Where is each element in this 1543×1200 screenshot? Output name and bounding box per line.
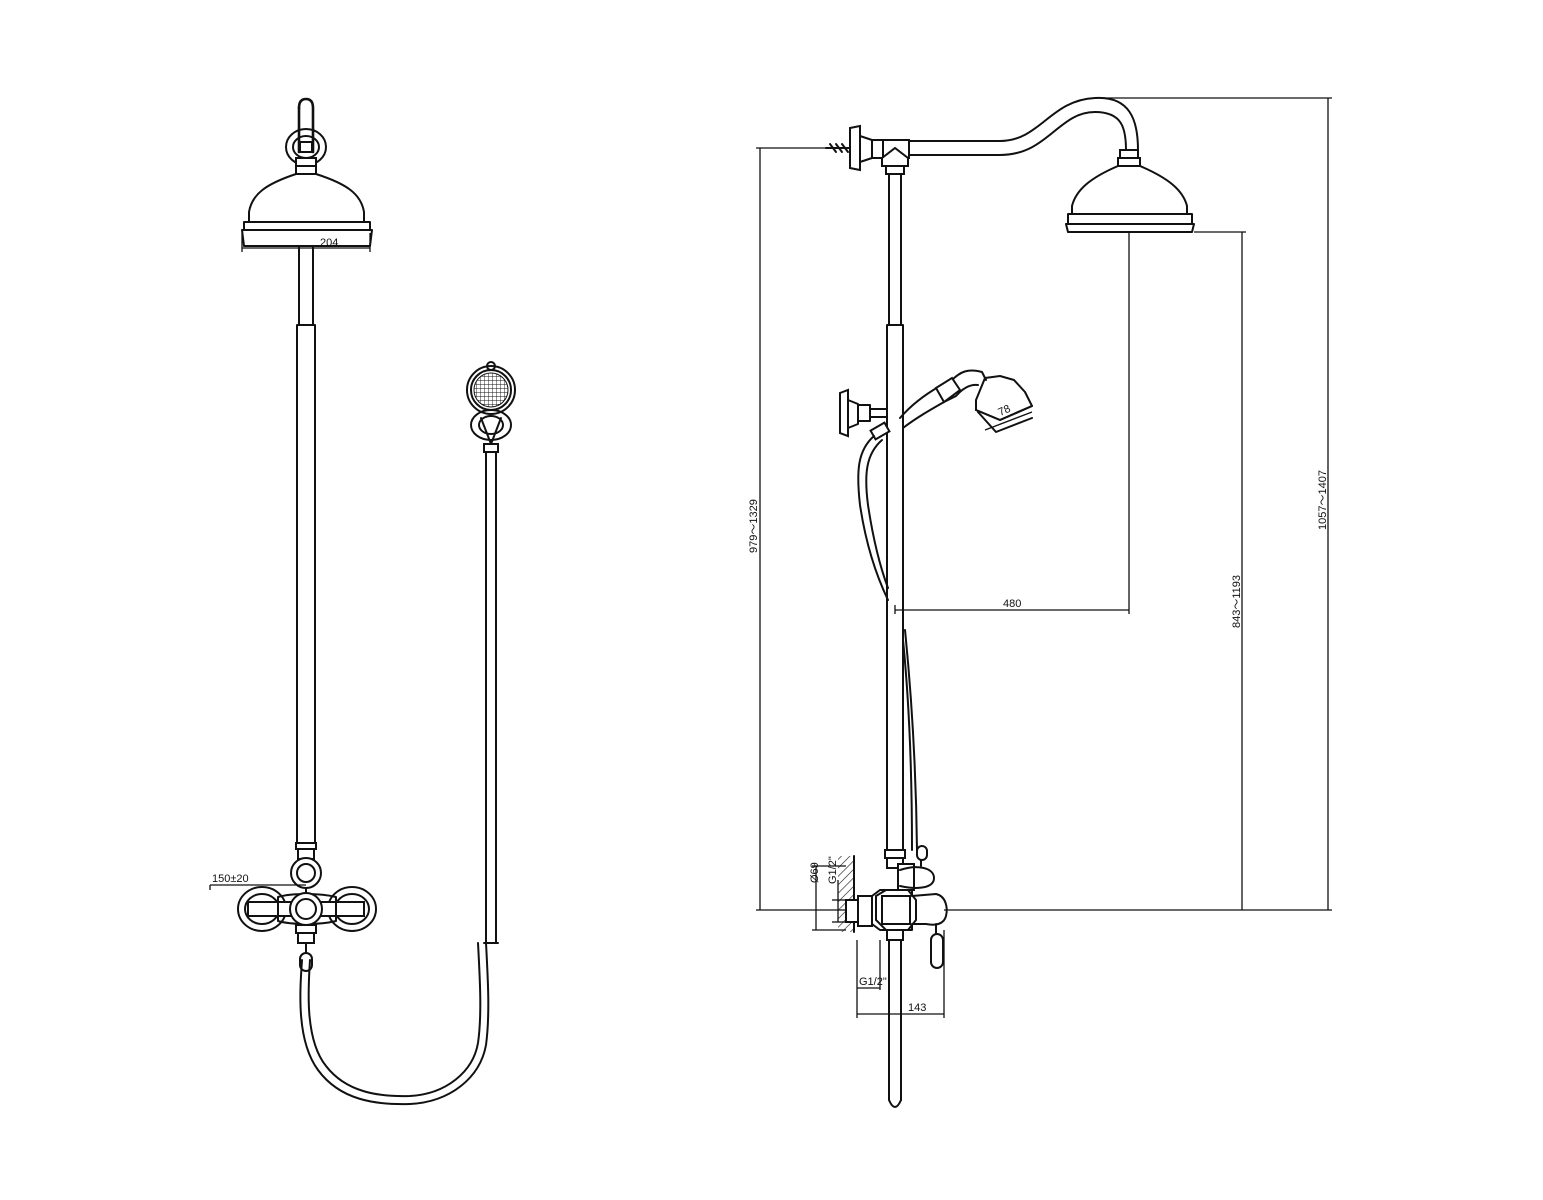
side-mixer [845, 845, 948, 1108]
dim-arm-spacing: 150±20 [209, 873, 306, 890]
front-hand-shower [466, 361, 516, 445]
dim-head-width: 204 [241, 233, 371, 252]
side-riser [884, 165, 906, 869]
label-outlet-to-head: 843～1193 [1231, 575, 1243, 628]
dim-overall-height: 1057～1407 [944, 97, 1332, 911]
label-head-projection: 480 [1003, 598, 1021, 610]
label-mixer-depth: 143 [908, 1002, 926, 1014]
front-wall-arm [285, 97, 327, 167]
label-arm-spacing: 150±20 [212, 873, 249, 885]
side-rain-head [1065, 165, 1195, 233]
side-hand-shower: 78 [839, 369, 1033, 441]
side-shower-arm [908, 96, 1141, 167]
front-hose [299, 942, 490, 1106]
front-mixer [237, 857, 377, 972]
side-hose [857, 435, 918, 851]
label-flange-diameter: Ø69 [809, 862, 821, 883]
label-hand-shower-diameter: 78 [996, 403, 1012, 419]
front-rain-head [241, 165, 373, 247]
label-inlet-thread: G1/2" [827, 856, 839, 884]
dim-mixer: Ø69 G1/2" G1/2" 143 [809, 856, 945, 1018]
label-overall-height: 1057～1407 [1317, 470, 1329, 530]
dim-wall-to-head: 979～1329 [748, 147, 846, 911]
label-outlet-thread: G1/2" [859, 976, 887, 988]
front-hand-shower-rail [483, 443, 499, 944]
side-top-bracket [825, 124, 910, 172]
label-wall-to-head: 979～1329 [748, 499, 760, 553]
dim-outlet-to-head: 843～1193 [1194, 231, 1246, 910]
dim-head-projection: 480 [894, 232, 1130, 614]
label-head-width: 204 [320, 237, 338, 249]
front-view: 204 [209, 97, 516, 1106]
front-riser [295, 245, 317, 860]
side-view: 78 [748, 96, 1332, 1108]
